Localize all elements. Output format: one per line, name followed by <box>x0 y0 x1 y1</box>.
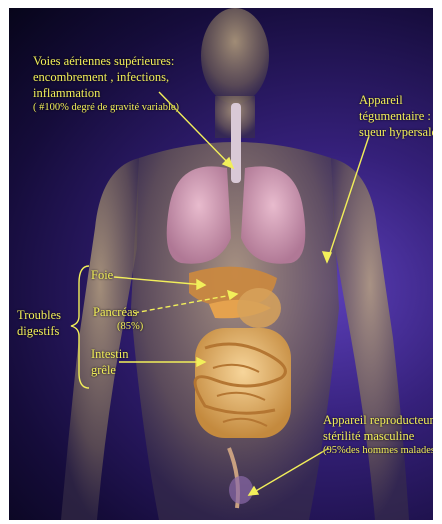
reproductive-line3: (95%des hommes malades) <box>323 444 433 458</box>
airways-line3: inflammation <box>33 85 179 101</box>
stomach <box>237 288 281 328</box>
reproductive-line2: stérilité masculine <box>323 428 433 444</box>
airways-line1: Voies aériennes supérieures: <box>33 53 179 69</box>
digestive-label: Troubles digestifs <box>17 307 61 339</box>
reproductive-label: Appareil reproducteur stérilité masculin… <box>323 412 433 458</box>
digestive-line1: Troubles <box>17 307 61 323</box>
reproductive-organ <box>229 476 253 504</box>
digestive-line2: digestifs <box>17 323 61 339</box>
intestine-line1: Intestin <box>91 346 129 362</box>
airways-line4: ( #100% degré de gravité variable) <box>33 101 179 115</box>
intestine-label: Intestin grêle <box>91 346 129 378</box>
liver-label: Foie <box>91 267 113 283</box>
pancreas-label: Pancréas (85%) <box>93 304 143 334</box>
skin-label: Appareil tégumentaire : sueur hypersalée <box>359 92 433 140</box>
anatomy-figure: Voies aériennes supérieures: encombremen… <box>9 8 433 520</box>
trachea <box>231 103 241 183</box>
pancreas-line2: (85%) <box>93 320 143 334</box>
skin-line1: Appareil <box>359 92 433 108</box>
airways-line2: encombrement , infections, <box>33 69 179 85</box>
reproductive-line1: Appareil reproducteur <box>323 412 433 428</box>
intestines <box>195 328 291 438</box>
skin-line3: sueur hypersalée <box>359 124 433 140</box>
pancreas-line1: Pancréas <box>93 304 143 320</box>
skin-line2: tégumentaire : <box>359 108 433 124</box>
airways-label: Voies aériennes supérieures: encombremen… <box>33 53 179 115</box>
intestine-line2: grêle <box>91 362 129 378</box>
